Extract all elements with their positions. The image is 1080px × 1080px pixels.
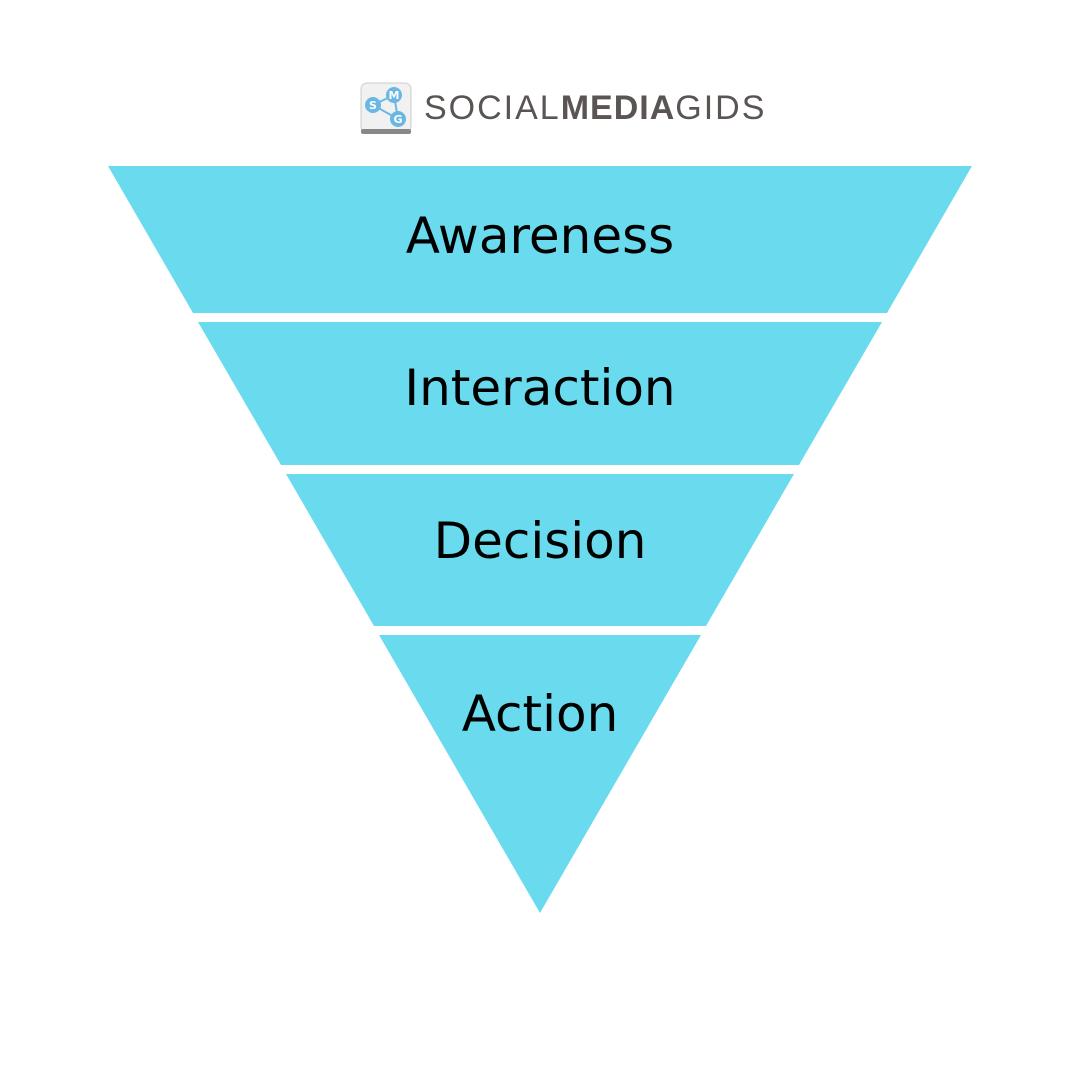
stage-label-action: Action [462,685,619,743]
stage-label-interaction: Interaction [404,359,675,417]
funnel-stage-action [379,635,701,913]
stage-label-awareness: Awareness [406,207,674,265]
smg-logo-icon: S M G [360,82,412,134]
svg-text:G: G [393,113,402,126]
funnel-stage-awareness [108,166,972,313]
socialmediagids-logo: S M G SOCIALMEDIAGIDS [360,80,766,136]
funnel-stage-interaction [198,322,882,465]
logo-text: SOCIALMEDIAGIDS [424,88,767,127]
stage-label-decision: Decision [434,512,647,570]
svg-text:M: M [389,89,400,102]
svg-text:S: S [369,99,377,112]
funnel-stage-decision [286,474,794,626]
